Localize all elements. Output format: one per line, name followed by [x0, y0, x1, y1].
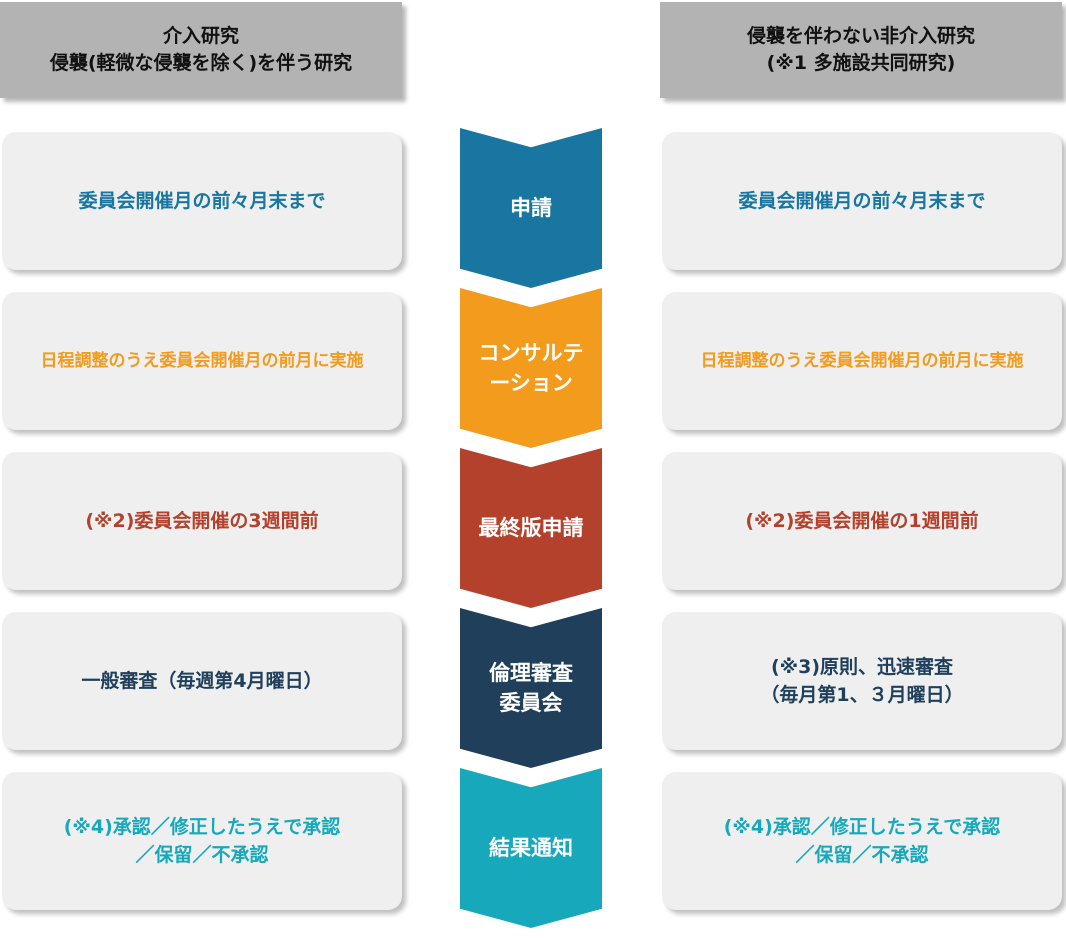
step-final-application-right-card: (※2)委員会開催の1週間前 — [662, 452, 1062, 590]
step-result-notice-left-card: (※4)承認／修正したうえで承認 ／保留／不承認 — [2, 772, 402, 910]
step-final-application-arrow: 最終版申請 — [460, 448, 602, 608]
step-result-notice-right-card: (※4)承認／修正したうえで承認 ／保留／不承認 — [662, 772, 1062, 910]
header-right-title: 侵襲を伴わない非介入研究 — [746, 25, 975, 47]
step-result-notice-label: 結果通知 — [489, 836, 573, 860]
step-consultation-left-text: 日程調整のうえ委員会開催月の前月に実施 — [40, 351, 364, 371]
step-result-notice-arrow: 結果通知 — [460, 768, 602, 928]
step-application-right-card: 委員会開催月の前々月末まで — [662, 132, 1062, 270]
step-application-arrow: 申請 — [460, 128, 602, 288]
header-non-interventional-study: 侵襲を伴わない非介入研究 (※1 多施設共同研究) — [660, 2, 1062, 98]
step-ethics-committee-label-1: 倫理審査 — [489, 661, 573, 685]
step-consultation-left-card: 日程調整のうえ委員会開催月の前月に実施 — [2, 292, 402, 430]
step-result-notice-left-text-2: ／保留／不承認 — [135, 844, 269, 866]
step-final-application-label: 最終版申請 — [478, 516, 584, 540]
step-result-notice-right-text-1: (※4)承認／修正したうえで承認 — [723, 816, 1001, 838]
step-ethics-committee-right-text-2: （毎月第1、３月曜日） — [760, 684, 964, 706]
step-ethics-committee-left-card: 一般審査（毎週第4月曜日） — [2, 612, 402, 750]
step-result-notice-left-text-1: (※4)承認／修正したうえで承認 — [63, 816, 341, 838]
step-ethics-committee-arrow: 倫理審査 委員会 — [460, 608, 602, 768]
step-ethics-committee-right-text-1: (※3)原則、迅速審査 — [770, 656, 954, 678]
step-consultation-right-card: 日程調整のうえ委員会開催月の前月に実施 — [662, 292, 1062, 430]
step-final-application-left-card: (※2)委員会開催の3週間前 — [2, 452, 402, 590]
step-result-notice-right-text-2: ／保留／不承認 — [795, 844, 929, 866]
step-ethics-committee-left-text: 一般審査（毎週第4月曜日） — [81, 670, 323, 692]
step-application-left-text: 委員会開催月の前々月末まで — [78, 190, 326, 212]
step-ethics-committee-right-card: (※3)原則、迅速審査 （毎月第1、３月曜日） — [662, 612, 1062, 750]
step-consultation-label-1: コンサルテ — [478, 341, 584, 365]
step-consultation-arrow: コンサルテ ーション — [460, 288, 602, 448]
step-application-right-text: 委員会開催月の前々月末まで — [738, 190, 986, 212]
step-application-left-card: 委員会開催月の前々月末まで — [2, 132, 402, 270]
header-left-title: 介入研究 — [162, 25, 239, 47]
step-consultation-right-text: 日程調整のうえ委員会開催月の前月に実施 — [700, 351, 1024, 371]
step-consultation-label-2: ーション — [489, 371, 573, 395]
step-final-application-right-text: (※2)委員会開催の1週間前 — [745, 510, 979, 532]
header-interventional-study: 介入研究 侵襲(軽微な侵襲を除く)を伴う研究 — [0, 2, 402, 98]
step-final-application-left-text: (※2)委員会開催の3週間前 — [85, 510, 319, 532]
step-application-label: 申請 — [510, 196, 552, 220]
header-left-subtitle: 侵襲(軽微な侵襲を除く)を伴う研究 — [49, 52, 353, 74]
header-right-subtitle: (※1 多施設共同研究) — [766, 52, 956, 74]
step-ethics-committee-label-2: 委員会 — [499, 691, 563, 715]
